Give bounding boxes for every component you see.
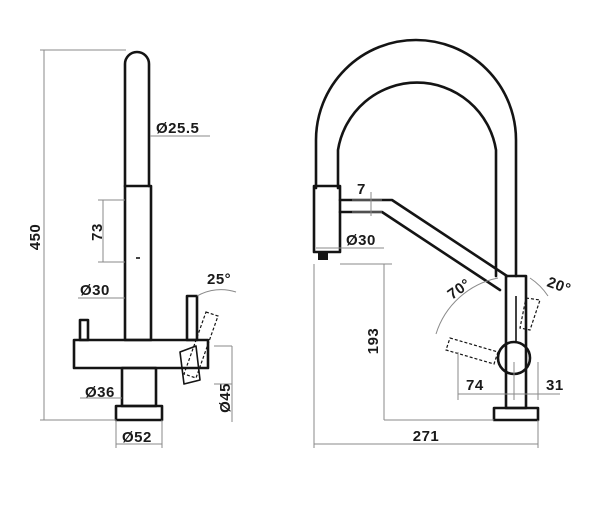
front-left-knob bbox=[78, 318, 90, 342]
dim-angle-70: 70° bbox=[445, 275, 475, 303]
side-dimension-lines bbox=[313, 192, 560, 448]
dim-spout-diameter: Ø25.5 bbox=[156, 120, 199, 137]
front-lever-solid bbox=[179, 345, 201, 385]
side-spout-outer bbox=[314, 38, 518, 278]
dim-total-reach: 271 bbox=[413, 428, 440, 445]
dim-lever-reach: 74 bbox=[466, 377, 484, 394]
side-spray-head bbox=[312, 184, 342, 254]
dim-side-45: Ø45 bbox=[217, 383, 234, 413]
dim-head-height: 193 bbox=[365, 328, 382, 355]
front-view: 450 Ø25.5 73 Ø30 25° Ø36 Ø45 Ø52 bbox=[27, 49, 237, 448]
front-dimension-lines bbox=[40, 49, 237, 448]
front-base bbox=[114, 404, 164, 422]
side-lever-dashed-right bbox=[519, 297, 541, 331]
front-right-handle bbox=[185, 294, 199, 342]
front-stem bbox=[123, 184, 153, 342]
side-view: 7 Ø30 70° 20° 193 74 31 271 bbox=[312, 38, 574, 448]
dim-lever-offset: 31 bbox=[546, 377, 564, 394]
side-spout-inner bbox=[336, 81, 498, 278]
dim-angle-20: 20° bbox=[545, 274, 574, 298]
front-spout-tube bbox=[123, 50, 151, 188]
side-base bbox=[492, 406, 540, 422]
dim-base-diameter-52: Ø52 bbox=[122, 429, 152, 446]
dim-head-offset: 7 bbox=[357, 181, 366, 198]
dim-head-diameter: Ø30 bbox=[346, 232, 376, 249]
dim-stem-length: 73 bbox=[89, 223, 106, 241]
front-lower-column bbox=[120, 366, 158, 408]
dim-total-height: 450 bbox=[27, 224, 44, 251]
side-spray-nozzle bbox=[318, 252, 328, 260]
side-lever-dashed bbox=[445, 337, 499, 365]
dim-body-diameter-left: Ø30 bbox=[80, 282, 110, 299]
side-connection-arm-lower bbox=[338, 210, 502, 292]
dim-lever-angle-left: 25° bbox=[207, 271, 231, 288]
front-mixer-body bbox=[72, 338, 210, 370]
dim-base-diameter-36: Ø36 bbox=[85, 384, 115, 401]
